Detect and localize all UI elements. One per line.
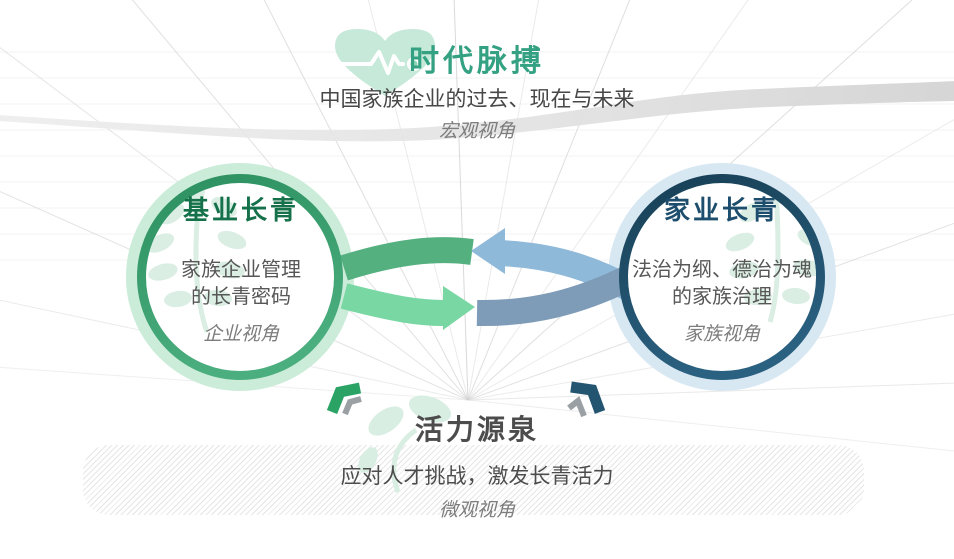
arrow-band-blue-gray: [476, 264, 638, 327]
top-caption: 宏观视角: [438, 120, 515, 142]
top-subtitle: 中国家族企业的过去、现在与未来: [319, 87, 635, 111]
bottom-subtitle: 应对人才挑战，激发长青活力: [340, 464, 614, 488]
hatched-band-background: [83, 445, 864, 515]
arrow-band-green-light: [340, 283, 445, 326]
bottom-caption: 微观视角: [438, 499, 515, 521]
right-circle-title: 家业长青: [663, 196, 780, 226]
left-circle-caption: 企业视角: [202, 323, 279, 345]
bottom-title: 活力源泉: [414, 413, 539, 446]
left-circle-section: 基业长青 家族企业管理 的长青密码 企业视角: [111, 196, 371, 345]
left-circle-body-line2: 的长青密码: [191, 284, 291, 308]
chevron-left-icon: [326, 382, 362, 416]
right-circle-body-line2: 的家族治理: [672, 284, 772, 308]
left-circle-body: 家族企业管理 的长青密码: [111, 256, 371, 310]
left-circle-body-line1: 家族企业管理: [181, 257, 301, 281]
arrow-left-icon: [471, 228, 505, 274]
top-title: 时代脉搏: [409, 44, 545, 79]
bottom-section: 活力源泉 应对人才挑战，激发长青活力 微观视角: [0, 413, 954, 521]
chevron-right-icon: [567, 381, 606, 418]
right-circle-ring: [619, 174, 825, 380]
swoosh-ribbon: [0, 81, 954, 142]
left-circle-title: 基业长青: [182, 196, 299, 226]
top-section: 时代脉搏 中国家族企业的过去、现在与未来 宏观视角: [0, 44, 954, 142]
right-circle-body: 法治为纲、德治为魂 的家族治理: [592, 256, 852, 310]
cycle-arrows: [340, 228, 639, 330]
right-circle-caption: 家族视角: [683, 323, 760, 345]
heart-pulse-icon: [335, 29, 435, 96]
right-circle-body-line1: 法治为纲、德治为魂: [632, 257, 812, 281]
sprout-watermark-icon: [358, 395, 452, 493]
arrow-band-green-dark: [340, 237, 474, 281]
arrow-right-icon: [443, 286, 475, 330]
right-circle-section: 家业长青 法治为纲、德治为魂 的家族治理 家族视角: [592, 196, 852, 345]
